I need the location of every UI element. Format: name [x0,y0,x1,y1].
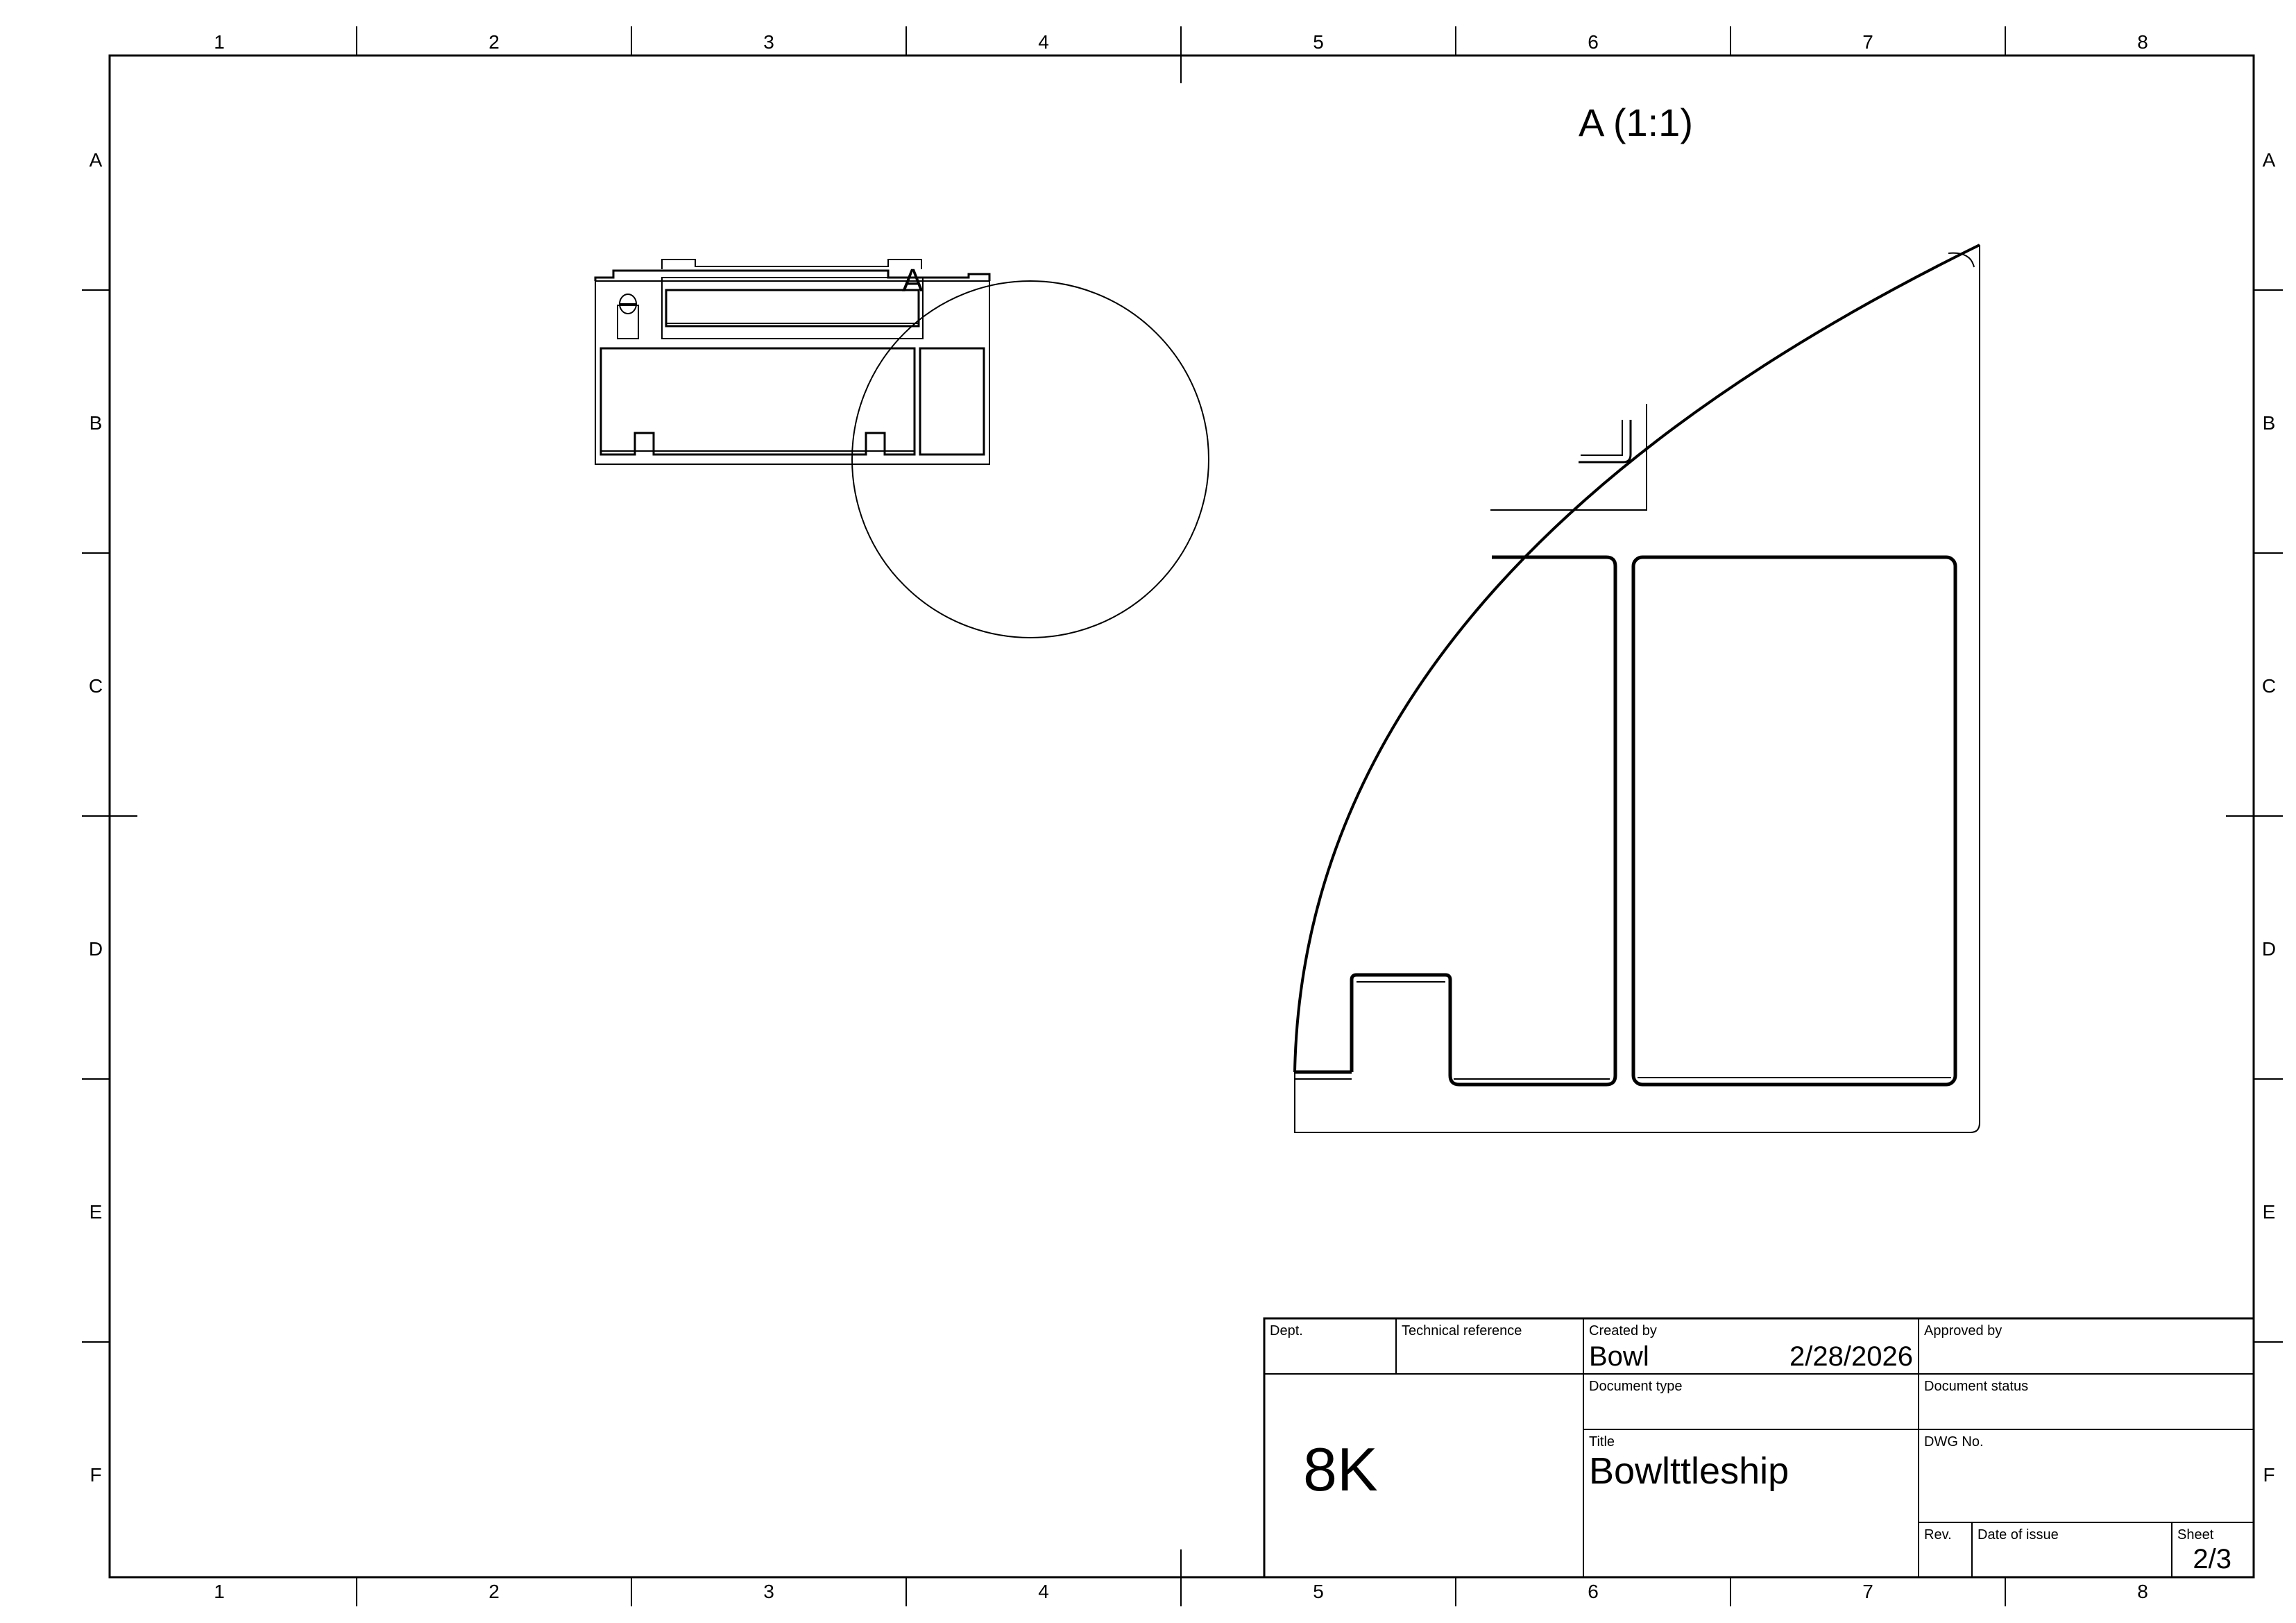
zone-col-label: 1 [214,1581,225,1602]
detail-boundary-arc [1294,244,1980,1133]
zone-col-label: 3 [763,1581,774,1602]
detail-circle [851,280,1209,638]
part-top-tab [661,259,922,269]
sheet-value: 2/3 [2193,1544,2231,1574]
zone-ticks [82,26,2283,1606]
detail-marker-label: A [902,262,924,298]
zone-row-label: D [89,938,103,960]
zone-row-label: A [90,149,103,171]
detail-view: A (1:1) [1293,101,1980,1133]
part-main-pocket [599,347,916,456]
zone-col-label: 1 [214,31,225,53]
zone-col-label: 4 [1038,1581,1049,1602]
title-label: Title [1589,1434,1615,1450]
part-outline [595,280,990,465]
zone-col-label: 8 [2137,1581,2148,1602]
detail-upper-pocket [1490,404,1647,511]
zone-labels: 1 2 3 4 5 6 7 8 1 2 3 4 5 6 7 8 A B C D … [89,31,2276,1602]
document-type-label: Document type [1589,1379,1683,1394]
dept-label: Dept. [1270,1323,1303,1339]
main-view: A [594,259,1209,638]
title-value: Bowlttleship [1589,1450,1789,1492]
zone-col-label: 3 [763,31,774,53]
zone-row-label: D [2262,938,2276,960]
zone-row-label: B [90,412,103,434]
created-by-value: Bowl [1589,1341,1649,1372]
dwg-no-label: DWG No. [1924,1434,1984,1450]
created-date: 2/28/2026 [1789,1341,1913,1372]
detail-right-pocket [1631,555,1957,1087]
zone-row-label: F [2263,1464,2274,1486]
zone-row-label: A [2263,149,2276,171]
title-block-frame [1263,1317,2255,1579]
zone-row-label: F [90,1464,101,1486]
zone-col-label: 2 [488,31,500,53]
created-by-label: Created by [1589,1323,1657,1339]
detail-left-pocket [1350,555,1617,1087]
zone-row-label: C [2262,675,2276,697]
zone-row-label: E [2263,1201,2276,1223]
approved-by-label: Approved by [1924,1323,2002,1339]
detail-arc-edge [1293,244,1980,1073]
drawing-frame [108,54,2255,1579]
zone-row-label: E [90,1201,103,1223]
zone-col-label: 6 [1588,31,1599,53]
part-side-pocket [919,347,985,456]
rev-label: Rev. [1924,1527,1952,1543]
big-code: 8K [1303,1435,1378,1504]
tech-ref-label: Technical reference [1402,1323,1522,1339]
zone-row-label: B [2263,412,2276,434]
zone-col-label: 4 [1038,31,1049,53]
part-top-slot [661,277,924,339]
title-block: Dept. Technical reference Created by Bow… [1263,1317,2255,1579]
zone-row-label: C [89,675,103,697]
zone-col-label: 5 [1313,31,1324,53]
part-small-pocket [617,305,639,339]
part-top-slot-inner [665,289,920,328]
zone-col-label: 7 [1862,1581,1873,1602]
document-status-label: Document status [1924,1379,2028,1394]
zone-col-label: 2 [488,1581,500,1602]
zone-col-label: 7 [1862,31,1873,53]
detail-view-label: A (1:1) [1579,101,1693,144]
zone-col-label: 5 [1313,1581,1324,1602]
zone-col-label: 6 [1588,1581,1599,1602]
part-top-edge [594,269,991,281]
date-of-issue-label: Date of issue [1978,1527,2059,1543]
sheet-label: Sheet [2177,1527,2214,1543]
zone-col-label: 8 [2137,31,2148,53]
